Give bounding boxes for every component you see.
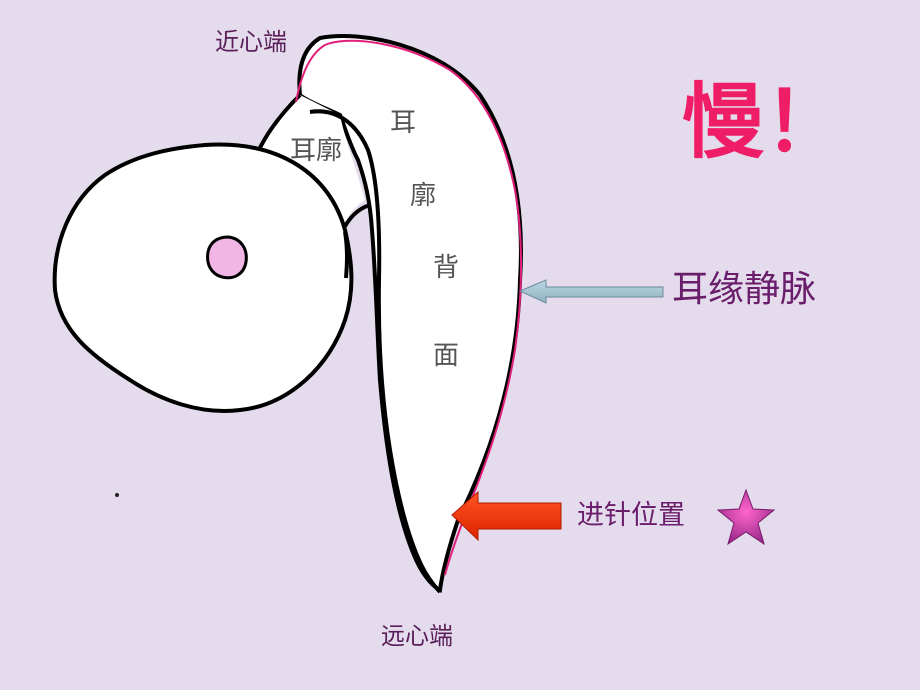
needle-position-label: 进针位置 (577, 500, 685, 531)
head-ear-junction-line (343, 231, 349, 279)
ear-back-label-char: 面 (433, 341, 460, 371)
ear-back-label-char: 背 (433, 253, 460, 283)
rabbit-head (52, 142, 354, 413)
helix-inner-line (309, 109, 442, 594)
ear-back-label-char: 廓 (410, 181, 437, 211)
ear-back-label-char: 耳 (390, 108, 417, 138)
marginal-ear-vein (295, 39, 523, 576)
distal-end-label: 远心端 (381, 622, 453, 650)
helix-label: 耳廓 (290, 136, 343, 166)
rabbit-eye (206, 235, 248, 280)
left-arrow-icon (451, 490, 562, 542)
star-icon (716, 488, 776, 546)
slow-warning: 慢！ (682, 75, 847, 170)
marginal-vein-label: 耳缘静脉 (672, 269, 817, 310)
left-arrow-icon (518, 279, 664, 304)
stray-dot (115, 493, 119, 497)
proximal-end-label: 近心端 (215, 28, 287, 56)
